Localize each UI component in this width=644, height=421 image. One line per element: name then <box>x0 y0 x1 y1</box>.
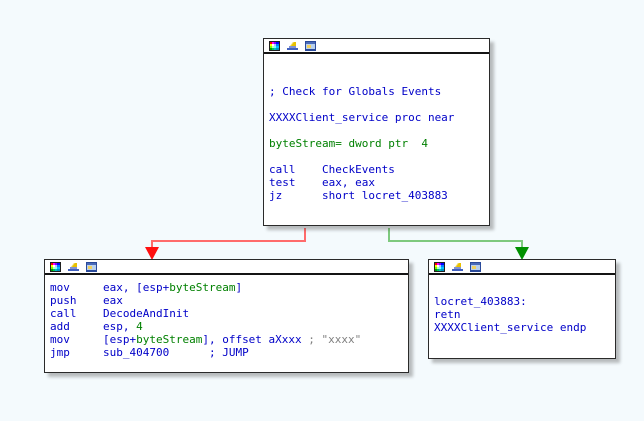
code-token: ; JUMP <box>208 346 249 359</box>
code-token: XXXXClient_service proc near <box>269 111 455 124</box>
node-code-body: ; Check for Globals Events XXXXClient_se… <box>264 54 489 205</box>
code-token: test eax, eax <box>269 176 375 189</box>
code-token: ], offset aXxxx <box>202 333 309 346</box>
code-token: push eax <box>50 294 123 307</box>
code-line: XXXXClient_service proc near <box>264 111 489 124</box>
code-token: byteStream <box>136 333 203 346</box>
code-line: jmp sub_404700 ; JUMP <box>45 346 408 359</box>
screen-window-icon[interactable] <box>470 261 481 272</box>
code-token: XXXXClient_service endp <box>434 321 587 334</box>
edge-false-branch <box>145 228 306 260</box>
code-line: call DecodeAndInit <box>45 307 408 320</box>
graph-node-entry[interactable]: ; Check for Globals Events XXXXClient_se… <box>263 38 490 226</box>
code-token: 4 <box>136 320 143 333</box>
code-line: test eax, eax <box>264 176 489 189</box>
screen-window-icon[interactable] <box>86 261 97 272</box>
code-line: push eax <box>45 294 408 307</box>
code-token: jz short locret_403883 <box>269 189 448 202</box>
node-titlebar[interactable] <box>264 39 489 54</box>
code-token: ; Check for Globals Events <box>269 85 442 98</box>
code-token: byteStream <box>169 281 236 294</box>
code-token: mov [esp+ <box>50 333 137 346</box>
code-line: ; Check for Globals Events <box>264 85 489 98</box>
code-line <box>264 72 489 85</box>
graph-chart-icon[interactable] <box>287 41 298 51</box>
code-token: jmp sub_404700 <box>50 346 209 359</box>
code-line: jz short locret_403883 <box>264 189 489 202</box>
code-token: retn <box>434 308 461 321</box>
code-token: ] <box>235 281 243 294</box>
code-line: add esp, 4 <box>45 320 408 333</box>
code-line: mov [esp+byteStream], offset aXxxx ; "xx… <box>45 333 408 346</box>
code-line <box>264 98 489 111</box>
screen-window-icon[interactable] <box>305 40 316 51</box>
code-token: add esp, <box>50 320 137 333</box>
code-token: mov eax, [esp+ <box>50 281 170 294</box>
code-line <box>264 150 489 163</box>
code-line: mov eax, [esp+byteStream] <box>45 281 408 294</box>
color-palette-icon[interactable] <box>50 261 61 272</box>
edge-true-branch <box>388 228 529 260</box>
code-line: XXXXClient_service endp <box>429 321 615 334</box>
code-line: byteStream= dword ptr 4 <box>264 137 489 150</box>
node-titlebar[interactable] <box>45 260 408 275</box>
node-titlebar[interactable] <box>429 260 615 275</box>
code-line <box>264 124 489 137</box>
code-token: ; "xxxx" <box>308 333 362 346</box>
code-token: call DecodeAndInit <box>50 307 190 320</box>
code-token: locret_403883: <box>434 295 527 308</box>
code-line: call CheckEvents <box>264 163 489 176</box>
graph-chart-icon[interactable] <box>68 262 79 272</box>
code-token: call CheckEvents <box>269 163 395 176</box>
code-token: byteStream= dword ptr 4 <box>269 137 428 150</box>
color-palette-icon[interactable] <box>434 261 445 272</box>
code-line: locret_403883: <box>429 295 615 308</box>
color-palette-icon[interactable] <box>269 40 280 51</box>
graph-chart-icon[interactable] <box>452 262 463 272</box>
code-line: retn <box>429 308 615 321</box>
